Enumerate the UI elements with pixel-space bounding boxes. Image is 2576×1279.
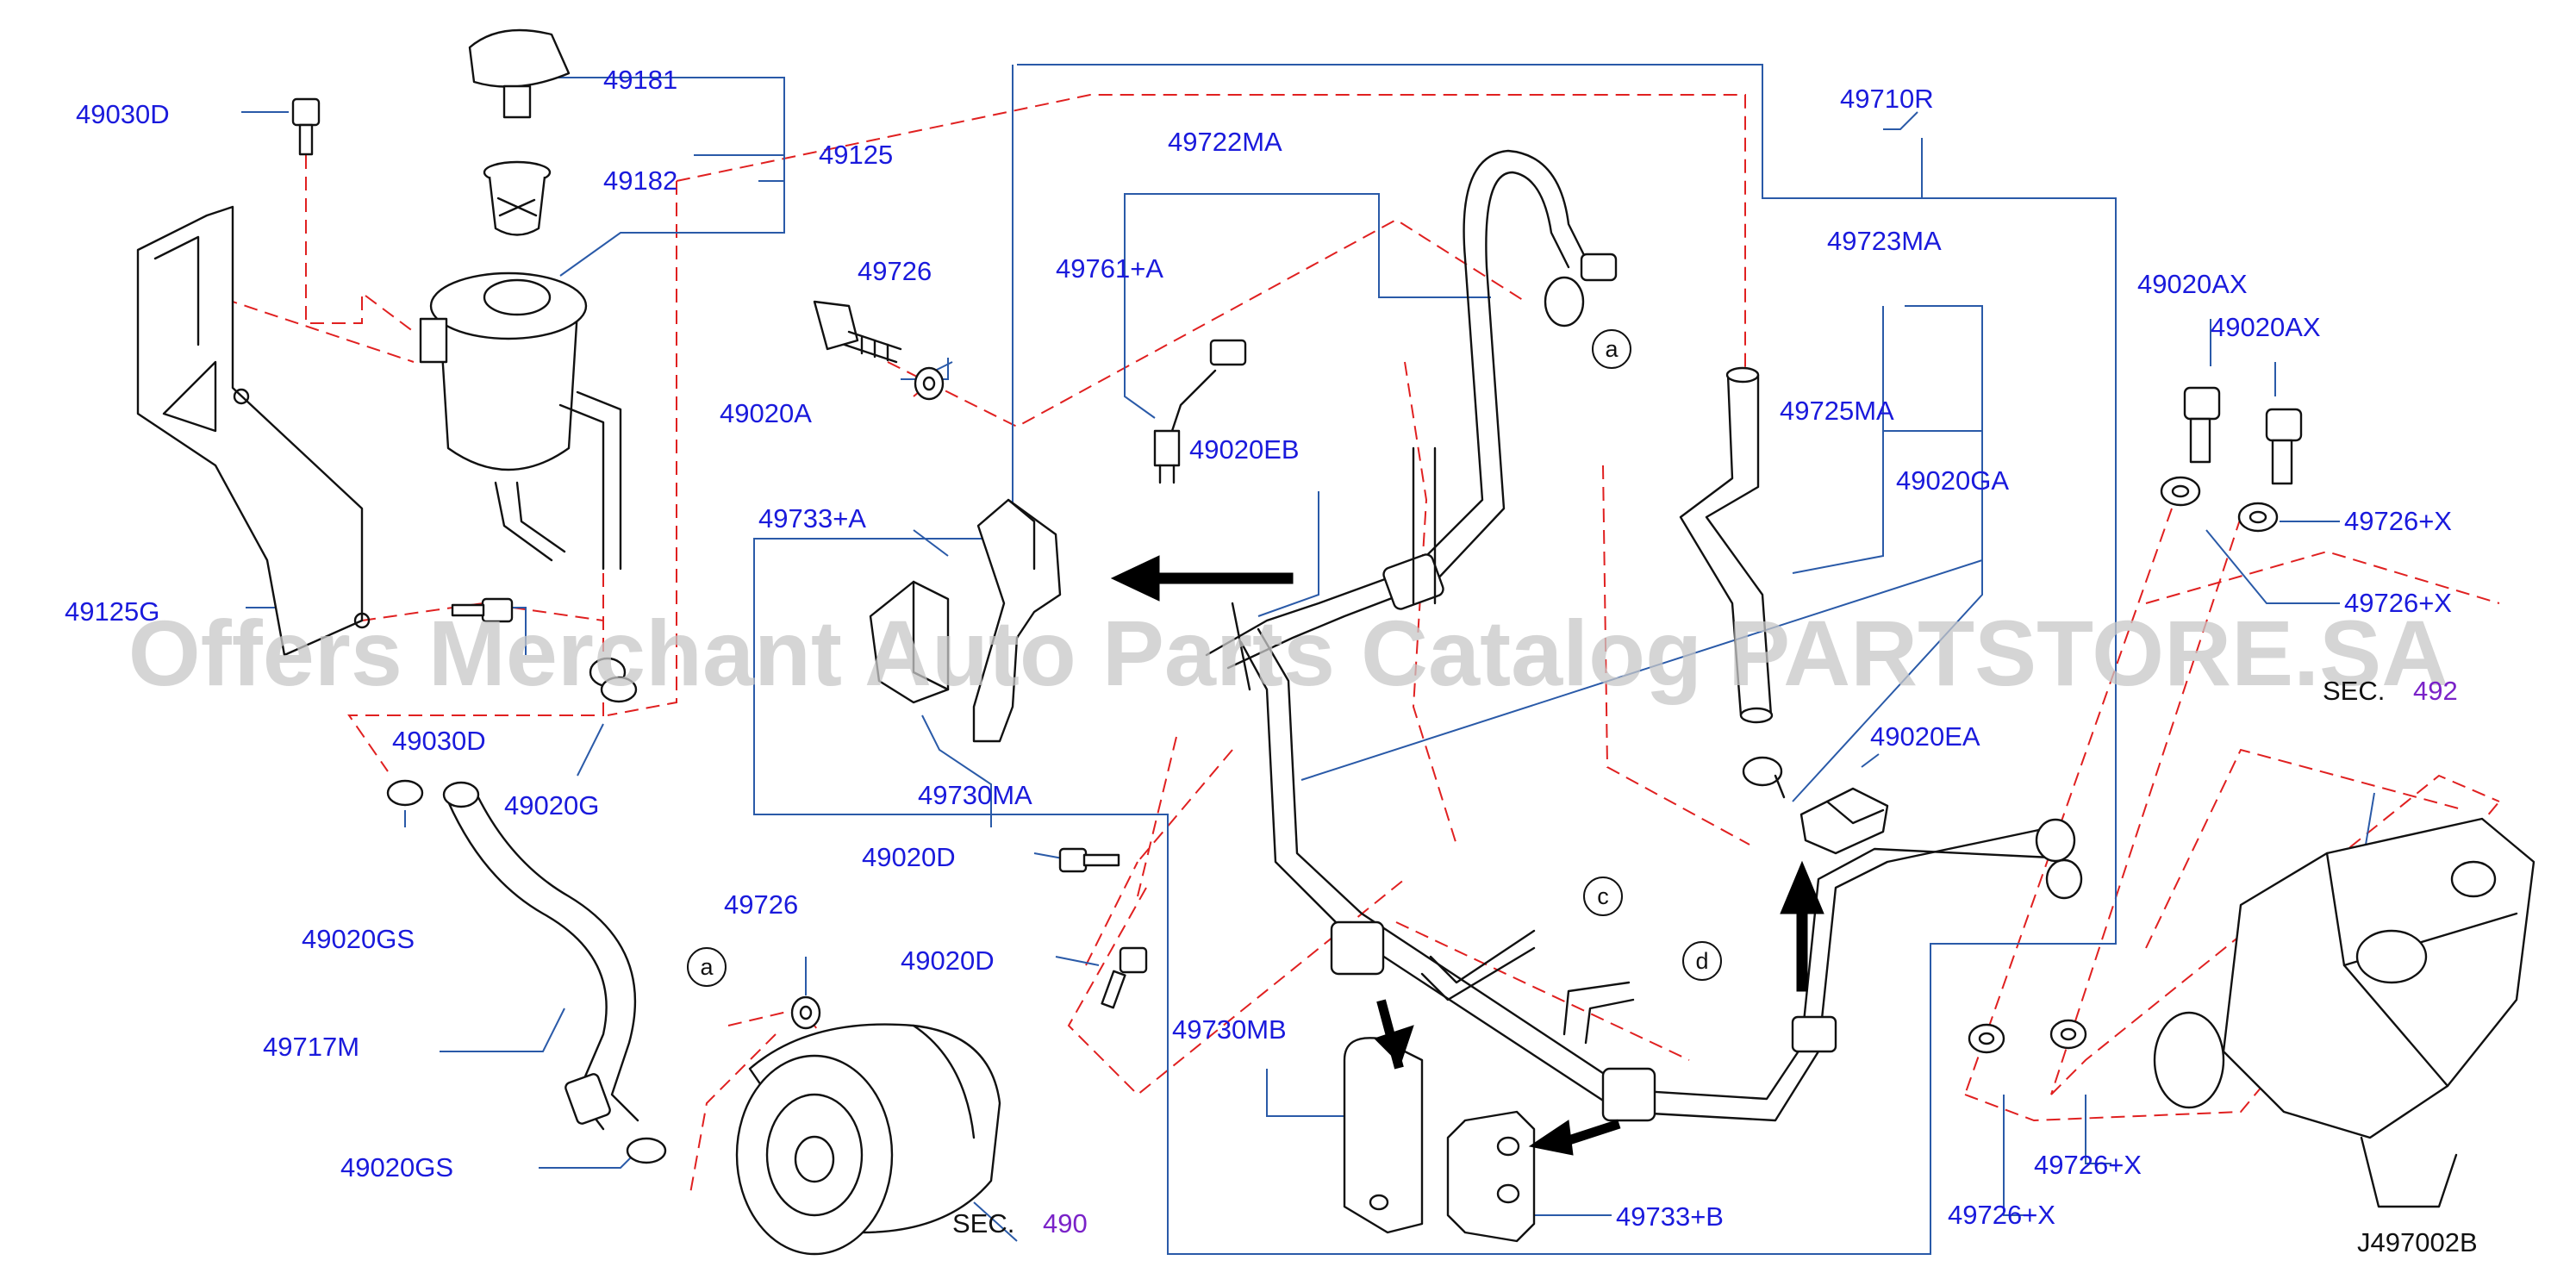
- svg-text:a: a: [700, 954, 714, 980]
- label-49020a[interactable]: 49020A: [720, 398, 812, 428]
- hose-49717m: [442, 781, 639, 1131]
- label-49761a[interactable]: 49761+A: [1056, 253, 1163, 284]
- label-49020gs-top[interactable]: 49020GS: [302, 924, 415, 954]
- label-49723ma[interactable]: 49723MA: [1827, 226, 1942, 256]
- leader-lines: [241, 64, 2375, 1255]
- clip-49730mb: [1343, 1037, 1424, 1234]
- label-49717m[interactable]: 49717M: [263, 1032, 359, 1062]
- grommet-49733b: [1446, 1110, 1536, 1243]
- label-49730mb[interactable]: 49730MB: [1172, 1014, 1287, 1045]
- bolt-49030d-mid: [451, 597, 514, 623]
- bolt-49020ax-2: [2265, 408, 2303, 485]
- svg-text:c: c: [1597, 883, 1609, 909]
- steering-gear-box: [2153, 817, 2535, 1208]
- bolt-49020d-a: [1058, 847, 1120, 873]
- label-49125[interactable]: 49125: [819, 140, 893, 170]
- label-49182[interactable]: 49182: [603, 165, 677, 196]
- svg-text:492: 492: [2413, 676, 2458, 706]
- clamp-49020gs-top: [386, 779, 424, 807]
- bracket-49733a: [869, 580, 950, 704]
- part-labels: 49030D 49181 49125 49182 49125G 49030D 4…: [65, 65, 2452, 1232]
- label-49725ma[interactable]: 49725MA: [1780, 396, 1894, 426]
- direction-arrows: [1110, 555, 1824, 1156]
- label-49020g[interactable]: 49020G: [504, 790, 599, 820]
- bolt-49020d-b: [1101, 946, 1148, 1009]
- svg-text:SEC.: SEC.: [952, 1208, 1014, 1238]
- label-49726x-4[interactable]: 49726+X: [2034, 1150, 2142, 1180]
- washer-49726x-4: [2049, 1019, 2087, 1050]
- washer-49726-top: [914, 366, 945, 401]
- label-49020eb[interactable]: 49020EB: [1189, 434, 1300, 465]
- label-49722ma[interactable]: 49722MA: [1168, 127, 1282, 157]
- label-49020d-b[interactable]: 49020D: [901, 945, 995, 976]
- label-49726-top[interactable]: 49726: [858, 256, 932, 286]
- reservoir-cap-49181: [468, 28, 571, 119]
- label-49020ga[interactable]: 49020GA: [1896, 465, 2009, 496]
- watermark: Offers Merchant Auto Parts Catalog PARTS…: [128, 601, 2448, 705]
- callout-d: d: [1682, 941, 1722, 981]
- clamp-49020gs-bot: [626, 1137, 667, 1164]
- drawing-number: J497002B: [2357, 1227, 2478, 1257]
- section-ref-gear[interactable]: SEC. 492: [2323, 676, 2458, 706]
- label-49726x-1[interactable]: 49726+X: [2344, 506, 2452, 536]
- washer-49726x-3: [1968, 1023, 2005, 1054]
- bolt-49020a: [813, 300, 902, 364]
- label-49125g[interactable]: 49125G: [65, 596, 159, 627]
- label-49030d-mid[interactable]: 49030D: [392, 726, 486, 756]
- clamp-49020ga: [1742, 756, 1786, 799]
- label-49726x-3[interactable]: 49726+X: [1948, 1200, 2055, 1230]
- clip-49020ea: [1799, 787, 1889, 855]
- label-49733b[interactable]: 49733+B: [1616, 1201, 1724, 1232]
- label-49726-mid[interactable]: 49726: [724, 889, 798, 920]
- washer-49726x-1: [2160, 476, 2201, 507]
- svg-text:d: d: [1695, 948, 1708, 974]
- callout-c: c: [1583, 877, 1623, 916]
- washer-49726-mid: [790, 995, 821, 1030]
- label-49020d-a[interactable]: 49020D: [862, 842, 956, 872]
- sensor-49761a: [1153, 339, 1247, 484]
- power-steering-pump: [735, 1023, 1001, 1256]
- bolt-49030d-top: [291, 97, 321, 156]
- pipe-49725ma: [1679, 366, 1774, 724]
- callout-a-top: a: [1592, 329, 1631, 369]
- bracket-49125g: [136, 205, 371, 657]
- label-49710r[interactable]: 49710R: [1840, 84, 1934, 114]
- pressure-pipe-assembly: [1205, 149, 2083, 1122]
- svg-text:a: a: [1605, 336, 1619, 362]
- svg-text:490: 490: [1043, 1208, 1088, 1238]
- label-49733a[interactable]: 49733+A: [758, 503, 866, 533]
- svg-text:SEC.: SEC.: [2323, 676, 2385, 706]
- section-ref-pump[interactable]: SEC. 490: [952, 1208, 1088, 1238]
- label-49020gs-bot[interactable]: 49020GS: [340, 1152, 453, 1182]
- label-49726x-2[interactable]: 49726+X: [2344, 588, 2452, 618]
- callout-a-pump: a: [687, 947, 727, 987]
- bolt-49020ax-1: [2183, 386, 2221, 464]
- label-49020ea[interactable]: 49020EA: [1870, 721, 1980, 752]
- reservoir-tank-49125: [419, 271, 622, 571]
- label-49020ax-2[interactable]: 49020AX: [2211, 312, 2321, 342]
- label-49181[interactable]: 49181: [603, 65, 677, 95]
- strainer-49182: [483, 160, 552, 236]
- label-49020ax-1[interactable]: 49020AX: [2137, 269, 2248, 299]
- washer-49726x-2: [2237, 502, 2279, 533]
- label-49730ma[interactable]: 49730MA: [918, 780, 1032, 810]
- clip-49730ma: [972, 498, 1062, 743]
- clamp-49020g: [589, 657, 638, 703]
- label-49030d-top[interactable]: 49030D: [76, 99, 170, 129]
